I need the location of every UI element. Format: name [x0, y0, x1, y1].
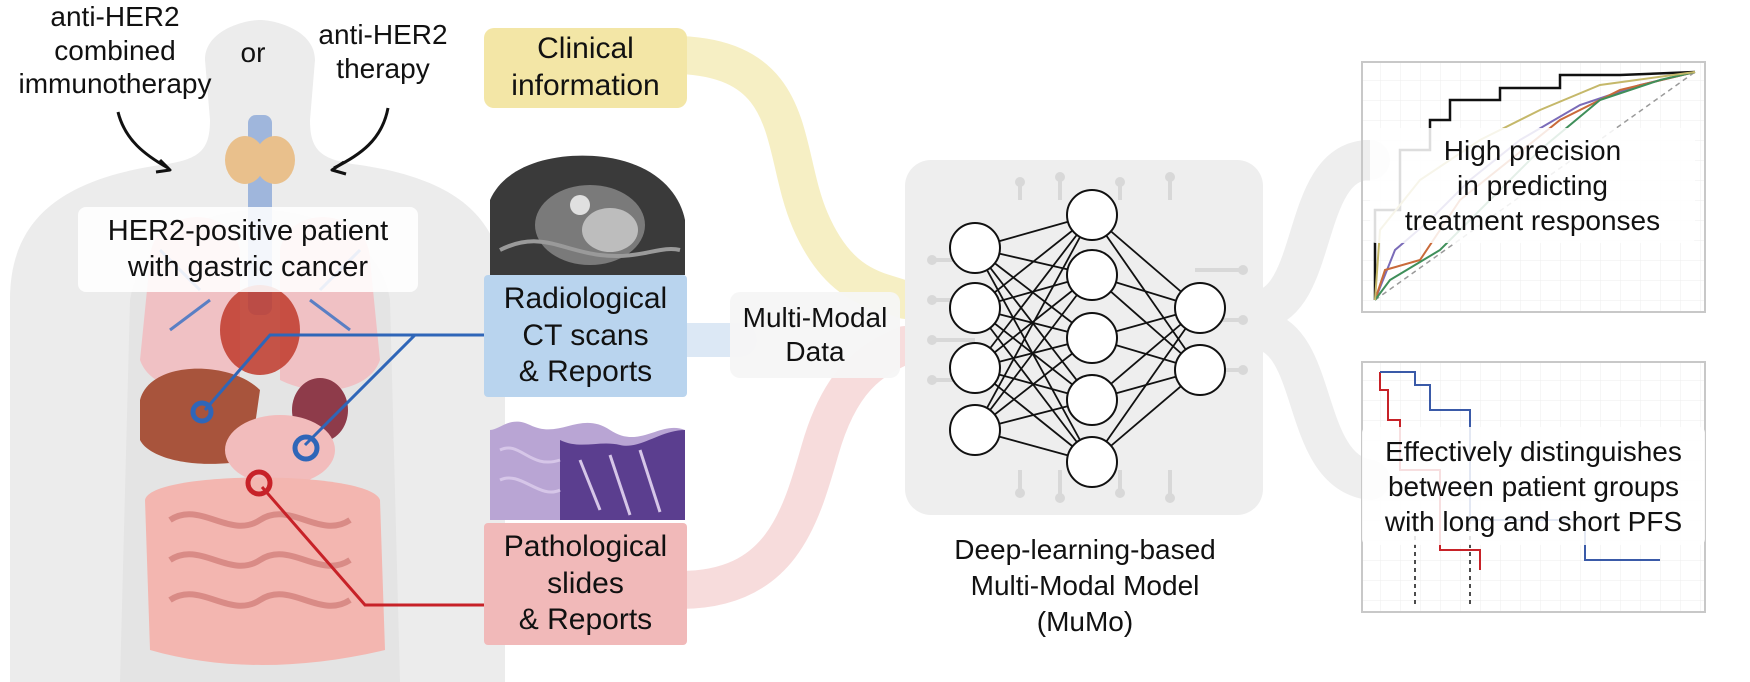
pfs-output-label: Effectively distinguishes between patien… — [1362, 427, 1705, 545]
patient-label: HER2-positive patient with gastric cance… — [78, 207, 418, 292]
network-node-layer-3 — [1174, 344, 1226, 396]
network-node-layer-2 — [1066, 374, 1118, 426]
multi-modal-data-label: Multi-Modal Data — [730, 292, 900, 378]
network-edge — [1091, 307, 1201, 463]
neural-network — [949, 189, 1226, 488]
network-node-layer-1 — [949, 404, 1001, 456]
therapy-arrows — [116, 107, 390, 176]
pathological-box: Pathological slides & Reports — [484, 523, 687, 645]
model-caption: Deep-learning-based Multi-Modal Model (M… — [954, 534, 1216, 637]
network-node-layer-2 — [1066, 436, 1118, 488]
network-node-layer-2 — [1066, 189, 1118, 241]
network-edge — [1091, 214, 1201, 371]
network-node-layer-1 — [949, 342, 1001, 394]
network-node-layer-1 — [949, 222, 1001, 274]
ct-scan-image — [490, 155, 685, 275]
organ-connectors — [190, 333, 490, 607]
pathology-slide-image — [490, 421, 685, 520]
or-label: or — [240, 37, 266, 68]
network-edge — [974, 214, 1093, 369]
network-edge — [974, 214, 1093, 431]
network-node-layer-2 — [1066, 312, 1118, 364]
single-therapy-label: anti-HER2 therapy — [318, 19, 448, 84]
network-node-layer-2 — [1066, 249, 1118, 301]
network-node-layer-3 — [1174, 282, 1226, 334]
precision-output-label: High precision in predicting treatment r… — [1370, 128, 1695, 243]
radiological-box: Radiological CT scans & Reports — [484, 275, 687, 397]
network-node-layer-1 — [949, 282, 1001, 334]
network-edge — [974, 274, 1093, 431]
combined-therapy-label: anti-HER2 combined immunotherapy — [18, 1, 212, 100]
clinical-information-box: Clinical information — [484, 28, 687, 108]
